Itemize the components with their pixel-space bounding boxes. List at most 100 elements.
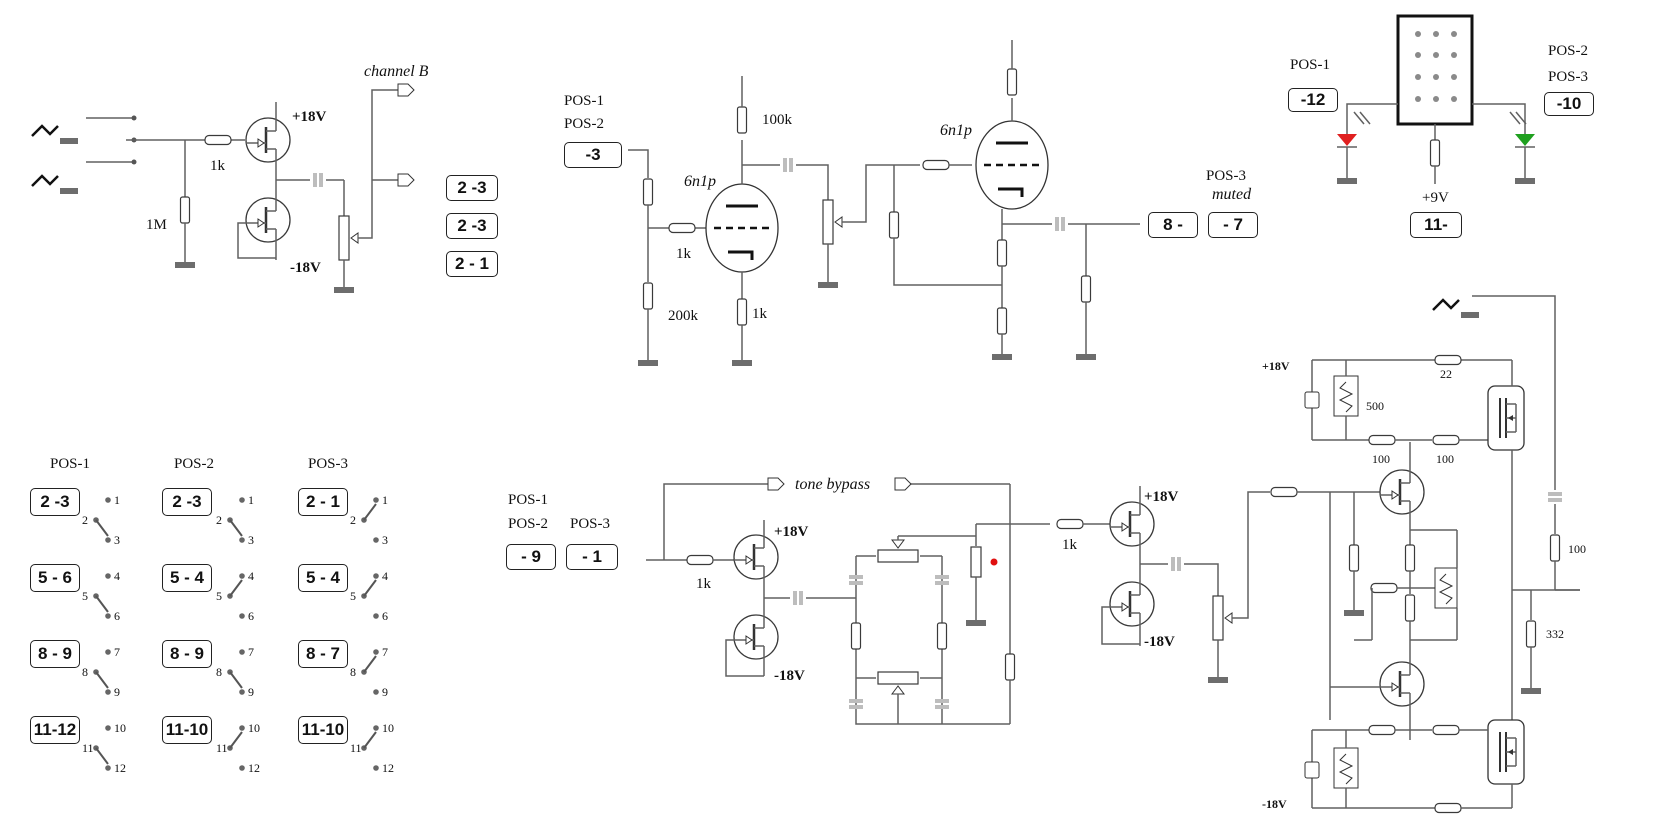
led-box-bottom: 11-	[1410, 212, 1462, 238]
mosfet-upper	[1487, 385, 1525, 451]
capacitor-tube-out	[1055, 215, 1065, 233]
pin-number: 12	[382, 761, 394, 775]
r-332-label: 332	[1546, 627, 1564, 641]
switch-box-col1-row3: 8 - 9	[30, 640, 80, 668]
jfet-output-lower	[1378, 654, 1426, 714]
resistor-1k-tone-in	[686, 554, 714, 566]
thermistor-bias	[1434, 567, 1458, 609]
pin-number: 7	[114, 645, 120, 659]
pin-number: 2	[216, 513, 222, 527]
input-jack-1	[30, 124, 80, 146]
pot-tone-level	[970, 546, 982, 578]
pin-number: 9	[382, 685, 388, 699]
red-dot-marker	[990, 558, 998, 566]
jfet-buffer-lower	[1108, 574, 1156, 634]
resistor-100-c	[1368, 724, 1396, 736]
resistor-200k	[642, 282, 654, 310]
buffer-plus-18v-label: +18V	[1144, 489, 1179, 505]
r-1m-label: 1M	[146, 217, 167, 233]
pin-number: 8	[350, 665, 356, 679]
tube-6n1p-right	[975, 120, 1049, 210]
switch-contact-col2-row2: 456	[216, 569, 254, 623]
resistor-100k	[736, 106, 748, 134]
jfet-tone-lower	[732, 607, 780, 667]
muted-label: muted	[1212, 186, 1252, 203]
pin-number: 7	[382, 645, 388, 659]
switch-box-col2-row4: 11-10	[162, 716, 212, 744]
switch-contact-col1-row3: 789	[82, 645, 120, 699]
pin-number: 1	[114, 493, 120, 507]
pin-number: 8	[216, 665, 222, 679]
pin-number: 6	[248, 609, 254, 623]
tube-pos1-label: POS-1	[564, 93, 604, 109]
tube-label-left: 6n1p	[684, 173, 716, 190]
plus-18v-label: +18V	[292, 109, 327, 125]
r-200k-label: 200k	[668, 308, 699, 324]
resistor-bias-vert	[1404, 544, 1416, 572]
output-jack	[1431, 298, 1481, 320]
resistor-332	[1525, 620, 1537, 648]
switch-box-col1-row2: 5 - 6	[30, 564, 80, 592]
tone-box-1: - 9	[506, 544, 556, 570]
switch-box-col3-row4: 11-10	[298, 716, 348, 744]
pin-number: 10	[114, 721, 126, 735]
switch-box-col1-row4: 11-12	[30, 716, 80, 744]
tone-bypass-label: tone bypass	[795, 476, 870, 493]
r-1k-input-label: 1k	[210, 158, 226, 174]
pin-number: 6	[382, 609, 388, 623]
resistor-output-input	[1270, 486, 1298, 498]
led-red	[1337, 111, 1371, 148]
arrow-channel-b	[397, 83, 415, 97]
switch-box-col2-row3: 8 - 9	[162, 640, 212, 668]
r-100-c-label: 100	[1568, 542, 1586, 556]
arrow-output	[397, 173, 415, 187]
led-box-left: -12	[1288, 88, 1338, 112]
tone-pos1-label: POS-1	[508, 492, 548, 508]
resistor-grid-upper	[642, 178, 654, 206]
resistor-tube-feedback	[888, 211, 900, 239]
resistor-1k-input	[204, 134, 232, 146]
pin-number: 4	[114, 569, 120, 583]
output-minus-18v-label: -18V	[1262, 797, 1287, 811]
input-jack-2	[30, 174, 80, 196]
pot-input-volume	[338, 215, 359, 261]
switch-box-col3-row3: 8 - 7	[298, 640, 348, 668]
resistor-1k-buffer	[1056, 518, 1084, 530]
resistor-bias-mid	[1370, 582, 1398, 594]
buffer-minus-18v-label: -18V	[1144, 634, 1175, 650]
r-500-label: 500	[1366, 399, 1384, 413]
switch-contact-col3-row2: 456	[350, 569, 388, 623]
r-22-label: 22	[1440, 367, 1452, 381]
pin-number: 9	[114, 685, 120, 699]
capacitor-tube-coupling	[783, 156, 793, 174]
pin-number: 4	[382, 569, 388, 583]
tone-pos3-label: POS-3	[570, 516, 610, 532]
tube-6n1p-left	[705, 183, 779, 273]
switch-box-col2-row1: 2 -3	[162, 488, 212, 516]
pin-number: 2	[350, 513, 356, 527]
input-switch-box-1: 2 -3	[446, 175, 498, 201]
pin-number: 11	[82, 741, 94, 755]
transistor-bias-upper	[1304, 391, 1320, 409]
resistor-cathode-2a	[996, 239, 1008, 267]
tone-box-2: - 1	[566, 544, 618, 570]
pin-number: 6	[114, 609, 120, 623]
tone-plus-18v-label: +18V	[774, 524, 809, 540]
relay-connector	[1396, 14, 1474, 126]
mosfet-lower	[1487, 719, 1525, 785]
pin-number: 12	[248, 761, 260, 775]
resistor-bias-vert2	[1404, 594, 1416, 622]
tone-pos2-label: POS-2	[508, 516, 548, 532]
pin-number: 1	[382, 493, 388, 507]
switch-contact-col1-row1: 123	[82, 493, 120, 547]
capacitor-output	[1546, 492, 1564, 502]
led-pos1-label: POS-1	[1290, 57, 1330, 73]
channel-b-label: channel B	[364, 63, 429, 80]
pin-number: 2	[82, 513, 88, 527]
switch-box-col1-row1: 2 -3	[30, 488, 80, 516]
jfet-input-upper	[244, 110, 292, 170]
